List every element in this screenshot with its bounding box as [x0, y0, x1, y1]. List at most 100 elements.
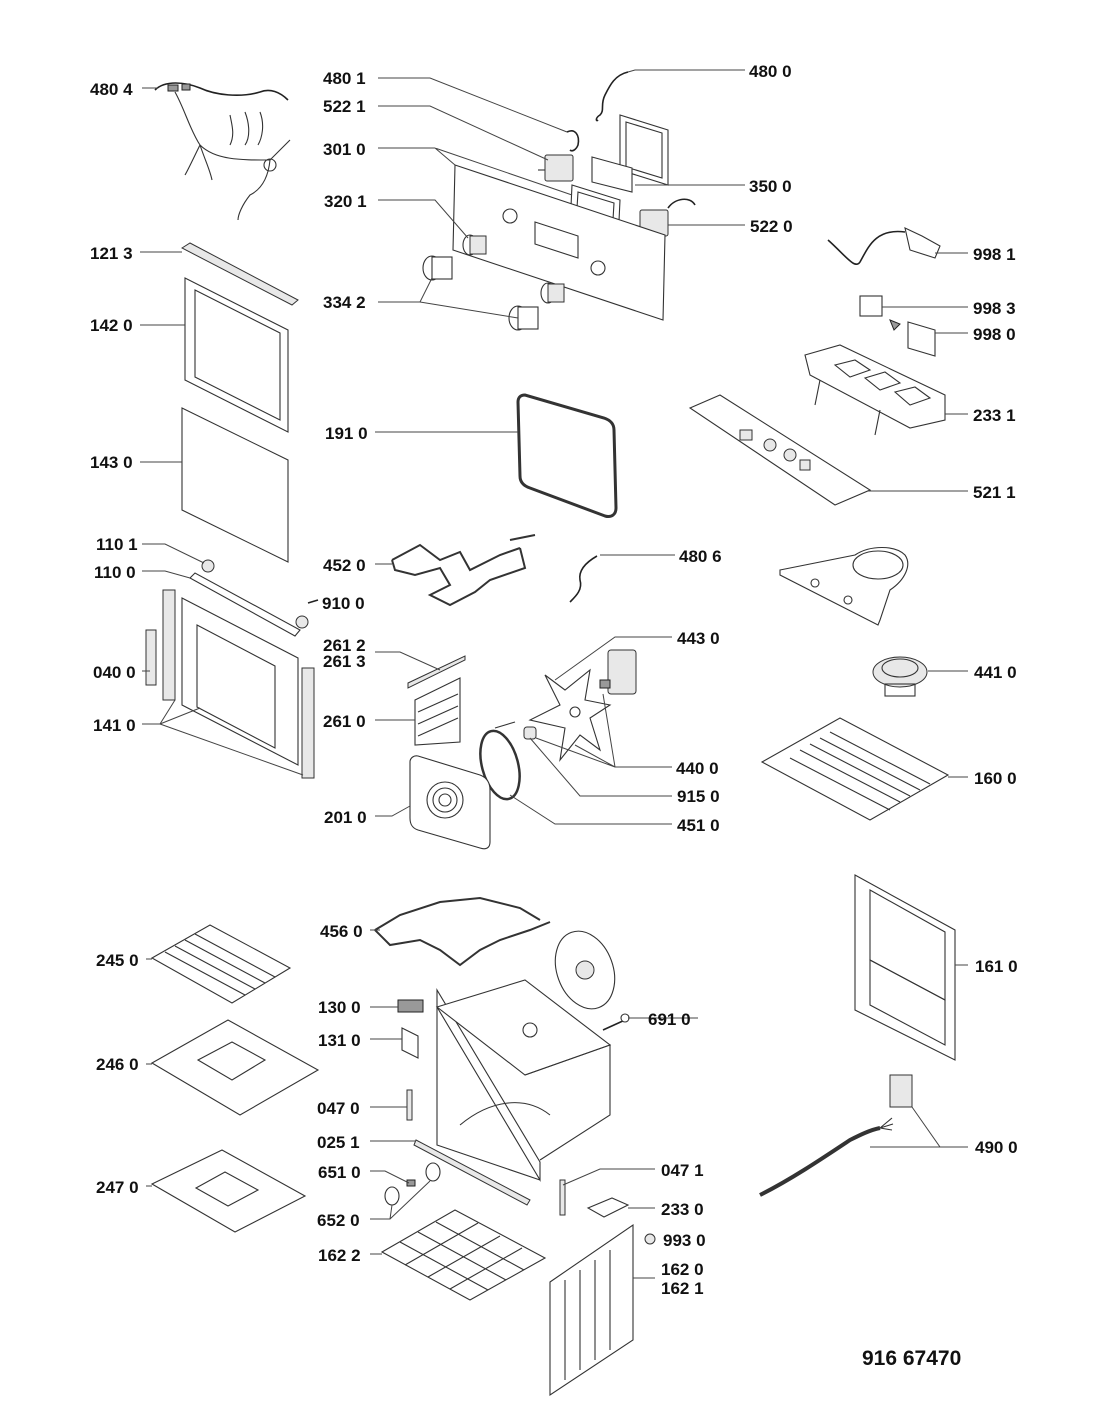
circular-element-drawing	[479, 721, 521, 801]
bracket-131-drawing	[401, 1027, 419, 1059]
callout-245-0[interactable]: 245 0	[96, 951, 139, 970]
board-bracket-drawing	[804, 344, 946, 436]
callout-141-0[interactable]: 141 0	[93, 716, 136, 735]
wire-grill-drawing	[150, 924, 292, 1004]
callout-910-0[interactable]: 910 0	[322, 594, 365, 613]
side-rack-drawing	[407, 655, 466, 746]
callout-998-3[interactable]: 998 3	[973, 299, 1016, 318]
callout-441-0[interactable]: 441 0	[974, 663, 1017, 682]
oven-cavity-drawing	[435, 979, 612, 1182]
knob-bush-drawing	[462, 234, 565, 304]
door-top-profile-drawing	[180, 242, 299, 306]
callout-490-0[interactable]: 490 0	[975, 1138, 1018, 1157]
callout-261-0[interactable]: 261 0	[323, 712, 366, 731]
electronic-board-drawing	[688, 394, 872, 506]
door-lock-drawing	[397, 999, 424, 1013]
callout-522-1[interactable]: 522 1	[323, 97, 366, 116]
wire-480-6-drawing	[569, 555, 598, 603]
screw-drawing	[307, 599, 319, 604]
callout-993-0[interactable]: 993 0	[663, 1231, 706, 1250]
bottom-insulation-drawing	[380, 1209, 547, 1301]
callout-143-0[interactable]: 143 0	[90, 453, 133, 472]
callout-451-0[interactable]: 451 0	[677, 816, 720, 835]
callout-040-0[interactable]: 040 0	[93, 663, 136, 682]
callout-998-1[interactable]: 998 1	[973, 245, 1016, 264]
hinge-receiver-drawing	[406, 1089, 413, 1121]
terminal-block-drawing	[759, 1074, 913, 1197]
callout-440-0[interactable]: 440 0	[676, 759, 719, 778]
callout-480-4[interactable]: 480 4	[90, 80, 133, 99]
funnel-cover-drawing	[779, 546, 909, 626]
callout-247-0[interactable]: 247 0	[96, 1178, 139, 1197]
hinge-receiver-2-drawing	[559, 1179, 566, 1216]
back-plate-drawing	[554, 930, 616, 1010]
inner-glass-drawing	[181, 407, 289, 563]
fan-cover-drawing	[409, 755, 491, 850]
cooling-fan-drawing	[872, 656, 928, 697]
door-frame-drawing	[162, 589, 315, 779]
callout-521-1[interactable]: 521 1	[973, 483, 1016, 502]
wire-480-0-drawing	[595, 71, 629, 122]
callout-201-0[interactable]: 201 0	[324, 808, 367, 827]
callout-233-1[interactable]: 233 1	[973, 406, 1016, 425]
side-panel-drawing	[549, 1223, 634, 1397]
callout-162-0[interactable]: 162 0	[661, 1260, 704, 1279]
callout-261-2[interactable]: 261 2	[323, 636, 366, 655]
callout-261-3[interactable]: 261 3	[323, 652, 366, 671]
callout-480-6[interactable]: 480 6	[679, 547, 722, 566]
callout-025-1[interactable]: 025 1	[317, 1133, 360, 1152]
callout-480-1[interactable]: 480 1	[323, 69, 366, 88]
hinge-drawing	[145, 629, 157, 686]
nut-drawing	[523, 726, 537, 740]
callout-110-0[interactable]: 110 0	[94, 563, 136, 582]
callout-350-0[interactable]: 350 0	[749, 177, 792, 196]
callout-047-0[interactable]: 047 0	[317, 1099, 360, 1118]
callout-998-0[interactable]: 998 0	[973, 325, 1016, 344]
back-panel-drawing	[854, 874, 956, 1061]
display-module-drawing	[591, 156, 633, 193]
callout-162-2[interactable]: 162 2	[318, 1246, 361, 1265]
callout-162-1[interactable]: 162 1	[661, 1279, 704, 1298]
callout-443-0[interactable]: 443 0	[677, 629, 720, 648]
top-heating-element-drawing	[391, 534, 536, 607]
wiring-harness-drawing	[154, 82, 291, 221]
baking-tray-drawing	[150, 1019, 320, 1116]
thermostat-probe-drawing	[602, 1019, 626, 1031]
foot-drawing	[644, 1233, 656, 1245]
cable-plug-drawing	[827, 227, 941, 265]
leader-lines	[140, 69, 968, 1279]
label-998-3-drawing	[859, 295, 883, 317]
callout-915-0[interactable]: 915 0	[677, 787, 720, 806]
bracket-233-0-drawing	[586, 1197, 630, 1218]
switch-522-1-drawing	[538, 154, 574, 182]
callout-246-0[interactable]: 246 0	[96, 1055, 139, 1074]
bottom-heating-element-drawing	[374, 896, 551, 967]
callout-160-0[interactable]: 160 0	[974, 769, 1017, 788]
drip-pan-drawing	[150, 1149, 307, 1233]
callout-047-1[interactable]: 047 1	[661, 1161, 704, 1180]
callout-130-0[interactable]: 130 0	[318, 998, 361, 1017]
callout-131-0[interactable]: 131 0	[318, 1031, 361, 1050]
callout-142-0[interactable]: 142 0	[90, 316, 133, 335]
callout-652-0[interactable]: 652 0	[317, 1211, 360, 1230]
callout-301-0[interactable]: 301 0	[323, 140, 366, 159]
callout-334-2[interactable]: 334 2	[323, 293, 366, 312]
bumper-drawing	[201, 559, 215, 573]
callout-522-0[interactable]: 522 0	[750, 217, 793, 236]
callout-110-1[interactable]: 110 1	[96, 535, 138, 554]
door-gasket-drawing	[516, 393, 618, 518]
fan-blade-drawing	[528, 668, 612, 762]
callout-121-3[interactable]: 121 3	[90, 244, 133, 263]
callout-452-0[interactable]: 452 0	[323, 556, 366, 575]
front-profile-drawing	[413, 1139, 531, 1206]
callout-480-0[interactable]: 480 0	[749, 62, 792, 81]
callout-320-1[interactable]: 320 1	[324, 192, 367, 211]
callout-233-0[interactable]: 233 0	[661, 1200, 704, 1219]
callout-161-0[interactable]: 161 0	[975, 957, 1018, 976]
callout-691-0[interactable]: 691 0	[648, 1010, 691, 1029]
callout-191-0[interactable]: 191 0	[325, 424, 368, 443]
door-profile-drawing	[189, 572, 301, 637]
callout-456-0[interactable]: 456 0	[320, 922, 363, 941]
callout-651-0[interactable]: 651 0	[318, 1163, 361, 1182]
part-drawings	[145, 71, 956, 1397]
